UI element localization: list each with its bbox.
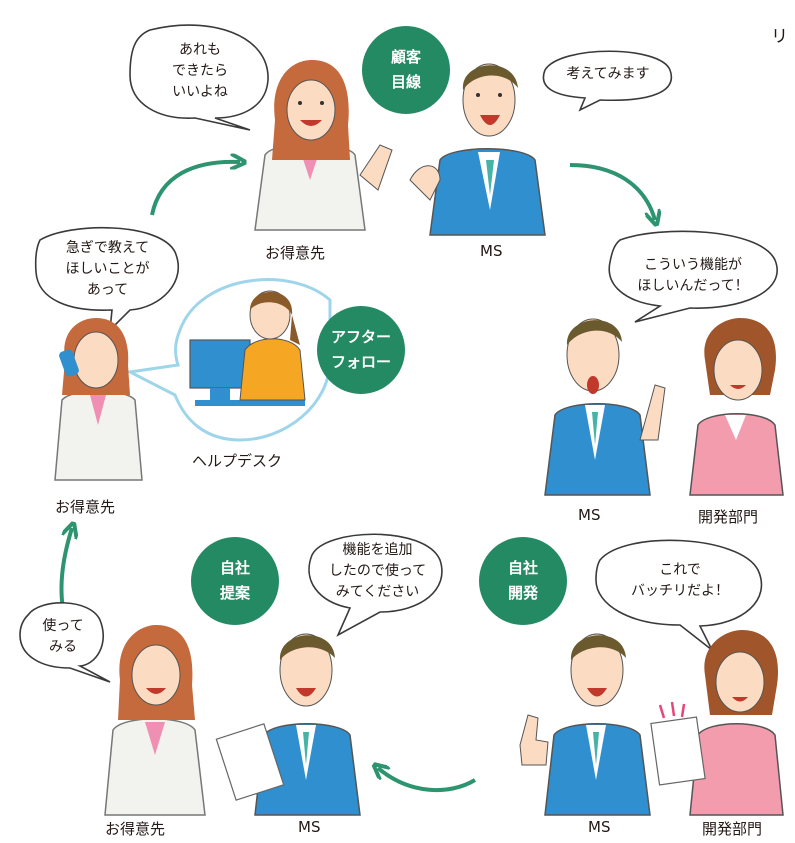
bubble-dev-bottom-text: これで バッチリだよ！ (610, 560, 750, 602)
label-dev-right: 開発部門 (698, 508, 759, 526)
bubble-line: 急ぎで教えて (65, 240, 150, 256)
figure-helpdesk (189, 290, 306, 406)
arrow-bottom (378, 768, 477, 793)
bubble-line: バッチリだよ！ (631, 583, 729, 599)
bubble-dev-bottom (595, 539, 763, 651)
figure-customer-bottom (104, 625, 206, 816)
bubble-line: これで (659, 562, 701, 578)
arrow-top-right (569, 163, 655, 220)
figure-customer-top (254, 60, 393, 231)
bubble-ms-bottom (308, 533, 443, 637)
corner-mark: リ (771, 27, 788, 47)
figure-ms-bottom-right (519, 633, 651, 816)
badge-customer-view-line2: 目線 (390, 73, 421, 91)
bubble-customer-left (34, 226, 180, 333)
bubble-ms-top-text: 考えてみます (548, 64, 668, 85)
label-customer-left: お得意先 (55, 498, 116, 516)
bubble-line: 使って (42, 618, 84, 634)
bubble-ms-bottom-text: 機能を追加 したので使って みてください (315, 540, 440, 603)
badge-in-house-proposal: 自社 提案 (191, 556, 279, 606)
bubble-customer-top-text: あれも できたら いいよね (150, 40, 250, 103)
badge-customer-view-line1: 顧客 (390, 48, 421, 66)
bubble-line: みてください (335, 584, 420, 600)
bubble-line: ほしいことが (65, 261, 150, 277)
badge-in-house-proposal-line2: 提案 (219, 584, 250, 602)
label-helpdesk: ヘルプデスク (192, 452, 283, 470)
bubble-customer-top (129, 24, 269, 131)
label-customer-bottom: お得意先 (105, 820, 166, 838)
badge-in-house-proposal-line1: 自社 (219, 559, 250, 577)
bubble-line: あれも (179, 42, 221, 58)
bubble-line: できたら (172, 63, 228, 79)
badge-customer-view: 顧客 目線 (362, 45, 450, 95)
label-ms-bottom-right: MS (588, 818, 611, 836)
badge-after-follow-line1: アフター (330, 328, 391, 346)
bubble-line: したので使って (328, 563, 427, 579)
bubble-customer-left-text: 急ぎで教えて ほしいことが あって (45, 238, 170, 301)
figure-ms-top (409, 63, 546, 236)
badge-in-house-proposal-circle (191, 537, 279, 625)
bubble-line: ほしいんだって！ (637, 278, 749, 294)
bubble-line: こういう機能が (644, 257, 742, 273)
badge-in-house-dev-line2: 開発 (507, 584, 538, 602)
badge-after-follow-line2: フォロー (330, 353, 391, 371)
figure-dev-right (689, 318, 784, 496)
badge-customer-view-circle (362, 26, 450, 114)
arrow-top-left (150, 162, 240, 216)
label-dev-bottom-right: 開発部門 (702, 820, 763, 838)
badge-in-house-dev-circle (479, 537, 567, 625)
bubble-ms-right (608, 230, 778, 323)
bubble-line: あって (86, 282, 129, 298)
label-ms-right: MS (578, 506, 601, 524)
label-customer-top: お得意先 (265, 244, 326, 262)
bubble-customer-bottom (19, 602, 111, 683)
bubble-line: 考えてみます (566, 66, 650, 82)
badge-in-house-dev: 自社 開発 (479, 556, 567, 606)
bubble-line: 機能を追加 (342, 542, 413, 558)
bubble-ms-right-text: こういう機能が ほしいんだって！ (618, 255, 768, 297)
badge-after-follow-circle (317, 306, 405, 394)
bubble-line: いいよね (172, 84, 228, 100)
label-ms-top: MS (480, 242, 503, 260)
figure-ms-bottom (215, 633, 361, 816)
badge-in-house-dev-line1: 自社 (507, 559, 538, 577)
bubble-customer-bottom-text: 使って みる (28, 616, 98, 658)
figure-customer-left (54, 318, 143, 481)
badge-after-follow: アフター フォロー (317, 325, 405, 375)
figure-ms-right (544, 318, 666, 496)
bubble-line: みる (49, 639, 77, 655)
figure-dev-bottom-right (650, 630, 784, 816)
bubble-ms-top (542, 50, 673, 112)
label-ms-bottom: MS (298, 818, 321, 836)
